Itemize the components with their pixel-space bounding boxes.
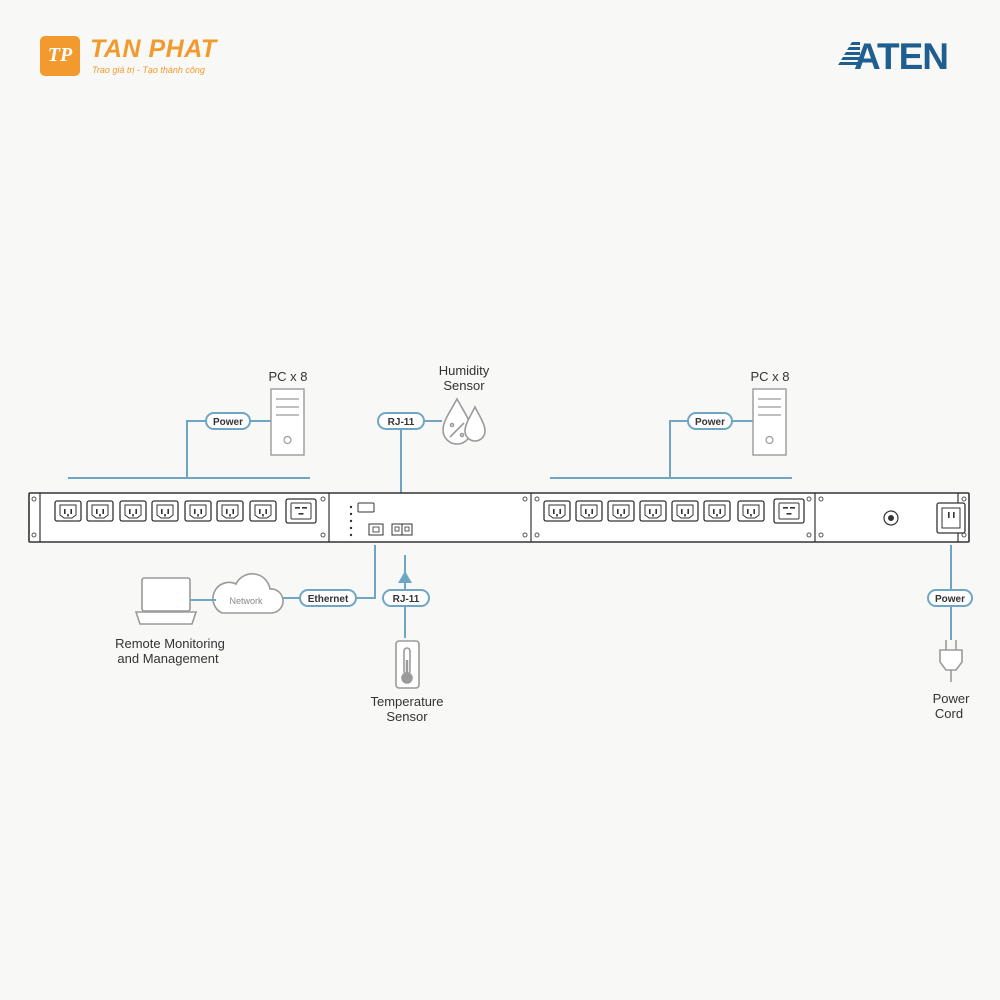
power-connector-pill-left: Power — [205, 412, 251, 430]
c13-outlet-icon — [575, 500, 603, 522]
power-connector-pill-right: Power — [687, 412, 733, 430]
aten-logo-name: ATEN — [854, 36, 949, 77]
c13-outlet-icon — [703, 500, 731, 522]
power-label-left: Power — [213, 417, 243, 428]
c19-outlet-icon — [285, 498, 317, 524]
c13-outlet-icon — [151, 500, 179, 522]
c13-outlet-icon — [184, 500, 212, 522]
c13-outlet-icon — [86, 500, 114, 522]
power-plug-icon — [939, 640, 963, 682]
remote-label-line1: Remote Monitoring — [115, 636, 225, 651]
aten-logo: ATEN — [838, 36, 956, 77]
power-label-right: Power — [695, 417, 725, 428]
remote-label-line2: and Management — [117, 651, 219, 666]
humidity-label-line2: Sensor — [443, 378, 485, 393]
aten-logo-stripes-icon — [838, 42, 860, 65]
c13-outlet-icon — [737, 500, 765, 522]
c13-outlet-icon — [543, 500, 571, 522]
c13-outlet-icon — [119, 500, 147, 522]
laptop-icon — [134, 577, 198, 625]
power-input-module — [883, 502, 966, 534]
temperature-label-line2: Sensor — [386, 709, 428, 724]
rj11-label-top: RJ-11 — [388, 417, 415, 428]
control-module — [349, 502, 413, 537]
tanphat-logo: TP TAN PHAT Trao giá trị - Tạo thành côn… — [40, 34, 240, 84]
c13-outlet-icon — [216, 500, 244, 522]
pc-tower-icon — [752, 388, 787, 456]
rj11-connector-pill-top: RJ-11 — [377, 412, 425, 430]
humidity-drops-icon — [442, 397, 486, 445]
rj11-label-bottom: RJ-11 — [393, 594, 420, 605]
power-cord-label-line2: Cord — [935, 706, 963, 721]
c13-outlet-icon — [249, 500, 277, 522]
temperature-label-line1: Temperature — [371, 694, 444, 709]
network-cloud-label: Network — [229, 596, 263, 606]
power-cord-connector-label: Power — [935, 594, 965, 605]
thermometer-icon — [395, 640, 420, 689]
c20-inlet-icon — [936, 502, 966, 534]
pc-count-label-right: PC x 8 — [750, 369, 789, 384]
power-cord-label-line1: Power — [933, 691, 971, 706]
humidity-label-line1: Humidity — [439, 363, 490, 378]
c19-outlet-icon — [773, 498, 805, 524]
pc-count-label-left: PC x 8 — [268, 369, 307, 384]
power-cord-connector-pill: Power — [927, 589, 973, 607]
ethernet-connector-pill: Ethernet — [299, 589, 357, 607]
display-window — [357, 502, 375, 513]
cloud-icon: Network — [212, 573, 284, 614]
c13-outlet-icon — [607, 500, 635, 522]
ethernet-label: Ethernet — [308, 594, 349, 605]
c13-outlet-icon — [671, 500, 699, 522]
tanphat-logo-mark-text: TP — [47, 44, 73, 66]
tanphat-logo-slogan: Trao giá trị - Tạo thành công — [92, 65, 205, 75]
c13-outlet-icon — [639, 500, 667, 522]
c13-outlet-icon — [54, 500, 82, 522]
rj11-up-arrow — [398, 571, 412, 583]
tanphat-logo-mark: TP — [40, 36, 80, 76]
ethernet-port-icon — [368, 523, 384, 536]
tanphat-logo-name: TAN PHAT — [90, 35, 217, 63]
rj11-connector-pill-bottom: RJ-11 — [382, 589, 430, 607]
pc-tower-icon — [270, 388, 305, 456]
